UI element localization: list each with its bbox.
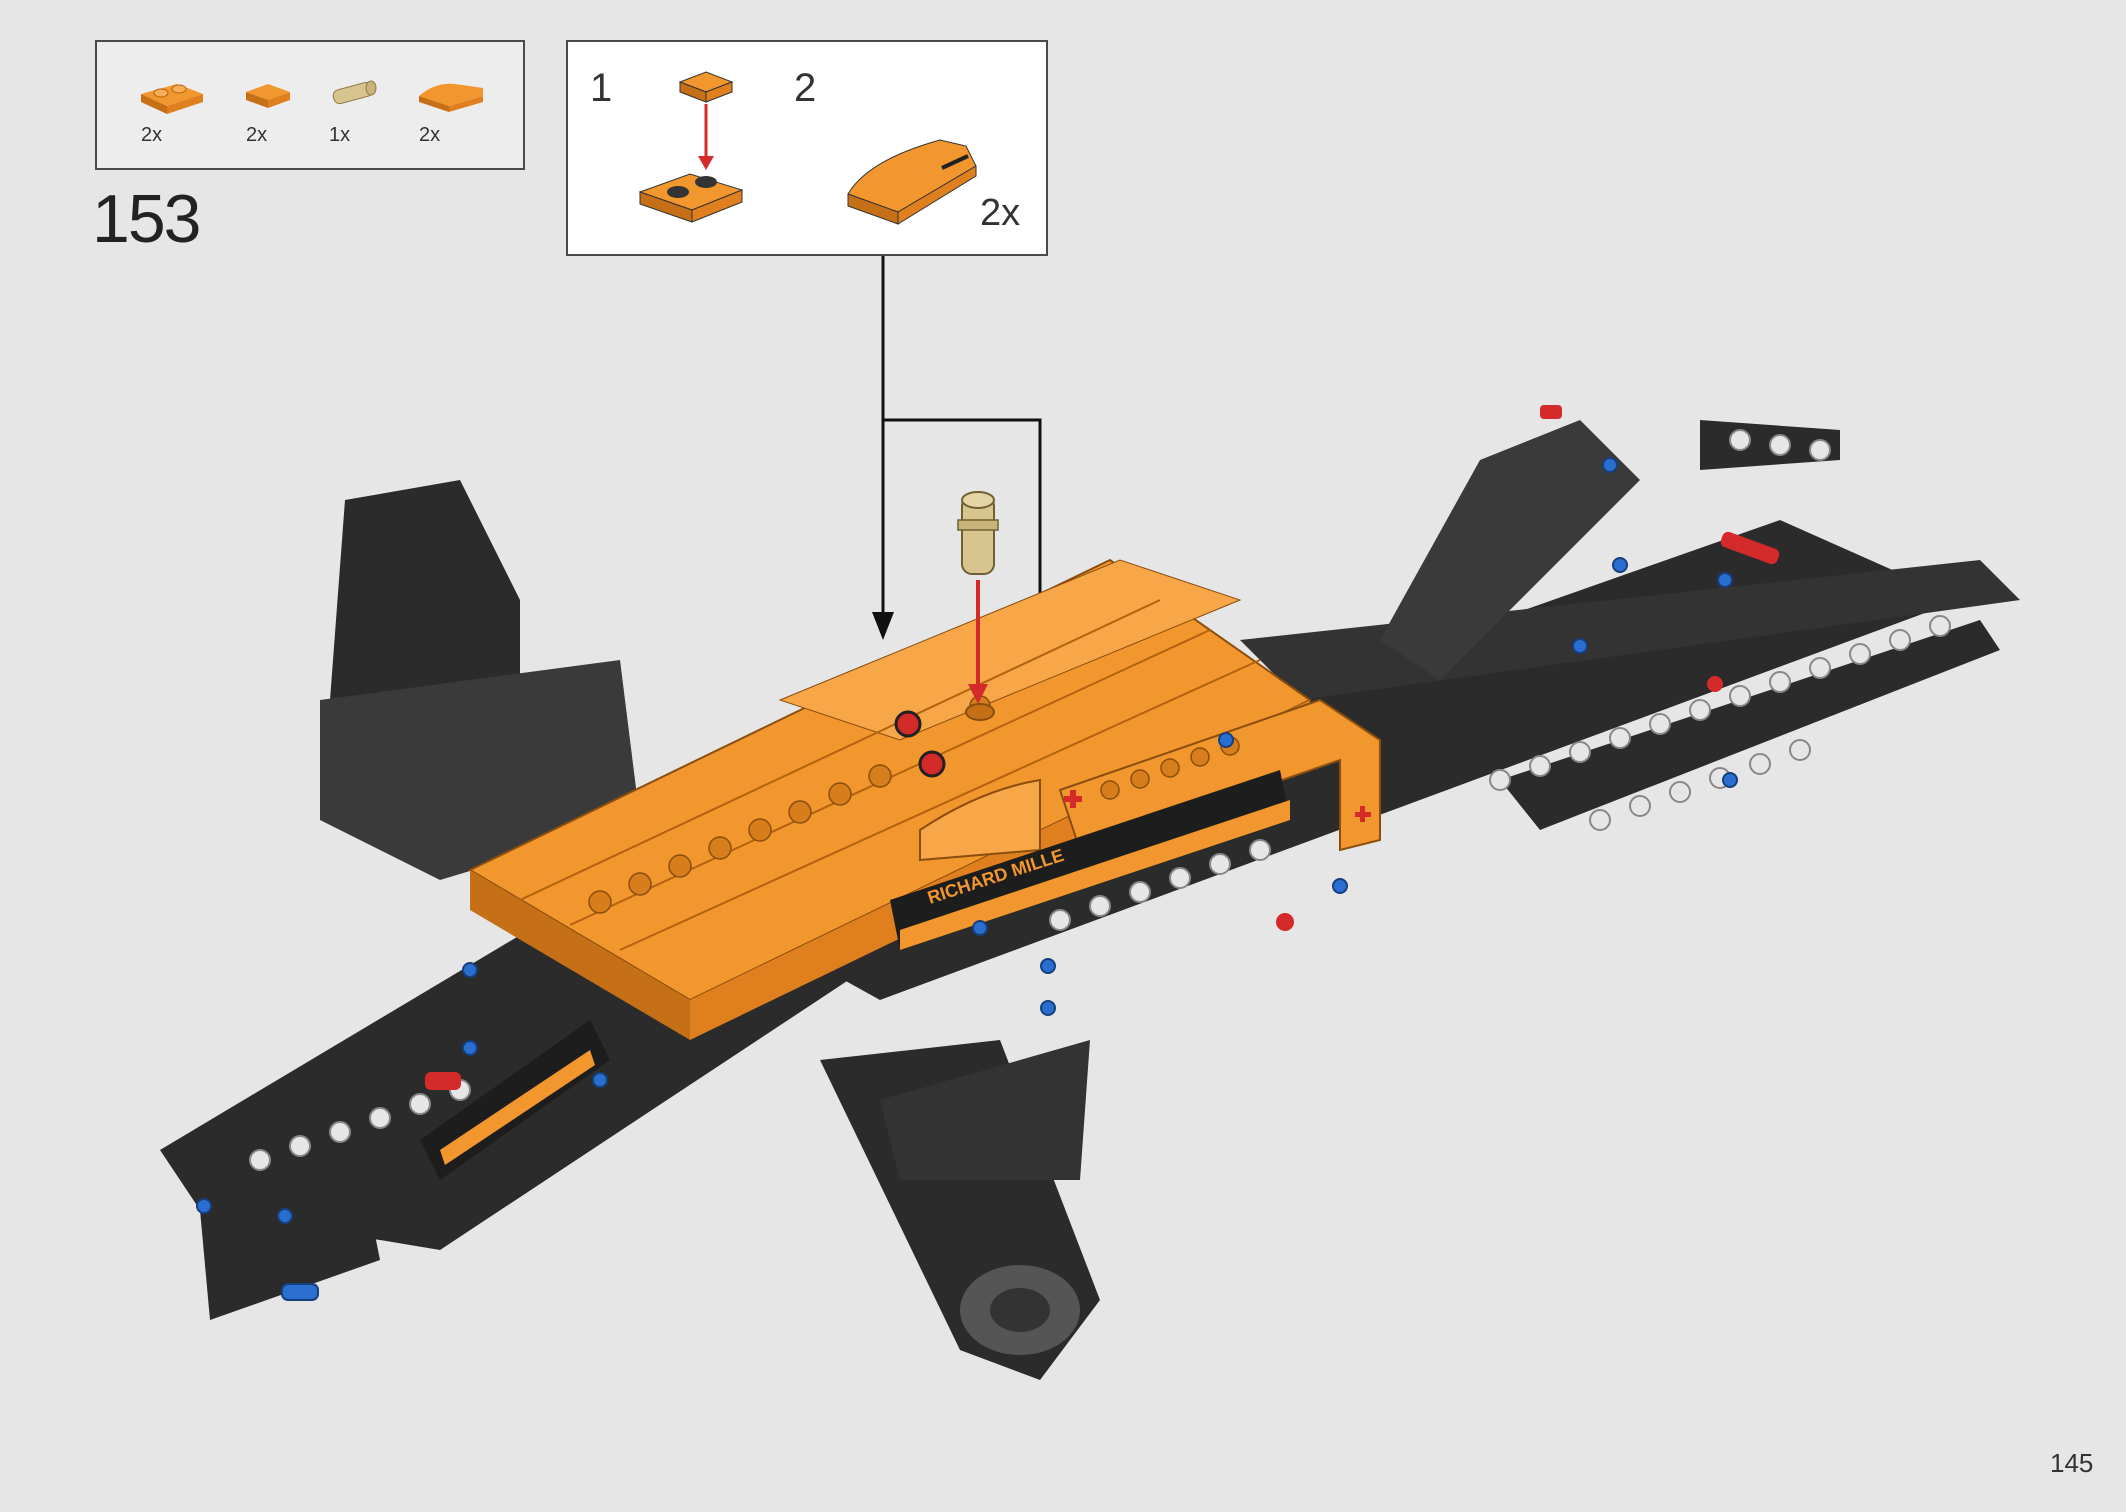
- part-plate-1x2: 2x: [137, 72, 217, 162]
- plate-1x2-icon: [638, 173, 744, 223]
- beam-holes: [249, 429, 1951, 1171]
- part-curved-slope: 2x: [415, 72, 495, 162]
- orange-curved-slope-icon: [419, 83, 483, 112]
- blue-connectors: [196, 457, 1738, 1301]
- curved-slope-icon: [847, 139, 977, 225]
- red-axle-markers: [425, 405, 1780, 1090]
- red-arrow-icon: [968, 580, 988, 704]
- part-qty: 2x: [246, 124, 268, 146]
- sub-assembly-box: 1 2 2x: [566, 40, 1048, 256]
- part-qty: 1x: [329, 124, 351, 146]
- sub-assembly-illustration: [638, 71, 977, 225]
- part-tile-1x1: 2x: [242, 72, 322, 162]
- red-arrow-icon: [698, 104, 714, 170]
- tile-1x1-icon: [678, 71, 734, 103]
- orange-tile-1x1-icon: [246, 84, 290, 108]
- part-qty: 2x: [141, 124, 163, 146]
- chassis-frame: [160, 420, 2020, 1380]
- sub-step-2-qty: 2x: [980, 192, 1021, 234]
- part-pin: 1x: [325, 72, 405, 162]
- orange-plate-1x2-icon: [141, 84, 203, 114]
- tan-pin-icon: [957, 491, 999, 575]
- arrow-down-icon: [872, 612, 894, 640]
- tan-pin-icon: [332, 80, 377, 105]
- callout-connector-lines: [881, 256, 1042, 760]
- step-number: 153: [92, 181, 201, 257]
- page-number: 145: [2050, 1448, 2094, 1478]
- sub-step-1-label: 1: [590, 66, 613, 110]
- parts-list-box: 2x 2x 1x 2x: [95, 40, 525, 170]
- part-qty: 2x: [419, 124, 441, 146]
- sub-step-2-label: 2: [794, 66, 817, 110]
- side-stripe-decal: [420, 1020, 610, 1180]
